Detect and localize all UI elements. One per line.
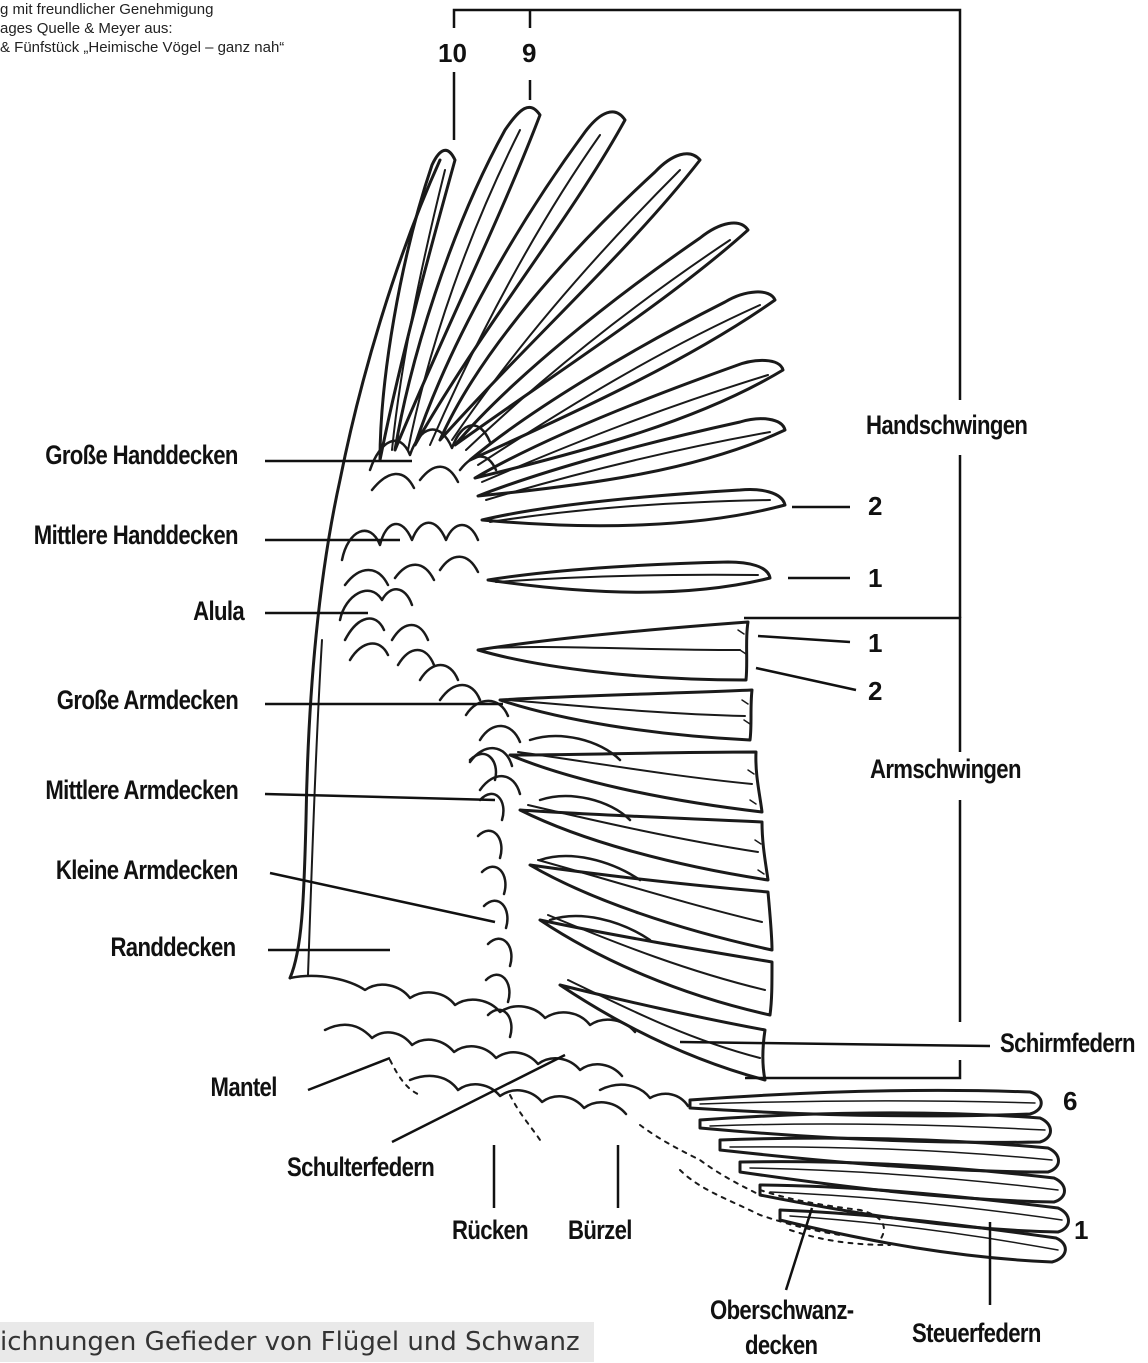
label-oberschwanz-line1: Oberschwanz- xyxy=(710,1295,853,1326)
primary-number-10: 10 xyxy=(438,38,467,69)
primary-number-9: 9 xyxy=(522,38,536,69)
label-oberschwanz-line2: decken xyxy=(745,1330,817,1361)
leader-mantel xyxy=(308,1058,390,1090)
greater-primary-coverts xyxy=(370,425,496,490)
leader-schirmfedern xyxy=(680,1042,990,1046)
primaries-group xyxy=(380,107,785,592)
label-ruecken: Rücken xyxy=(452,1215,528,1246)
label-alula: Alula xyxy=(193,596,244,627)
credit-line-3: & Fünfstück „Heimische Vögel – ganz nah“ xyxy=(0,38,284,57)
tail-number-1: 1 xyxy=(1074,1215,1088,1246)
label-buerzel: Bürzel xyxy=(568,1215,632,1246)
leader-secondary-1 xyxy=(758,636,850,642)
label-kleine-armdecken: Kleine Armdecken xyxy=(56,855,238,886)
leader-secondary-2 xyxy=(756,668,856,690)
alula-feathers xyxy=(340,589,434,665)
label-mittlere-armdecken: Mittlere Armdecken xyxy=(45,775,238,806)
figure-caption: ichnungen Gefieder von Flügel und Schwan… xyxy=(0,1322,594,1362)
image-credit: g mit freundlicher Genehmigung ages Quel… xyxy=(0,0,284,57)
label-schirmfedern: Schirmfedern xyxy=(1000,1028,1135,1059)
secondary-number-1: 1 xyxy=(868,628,882,659)
median-secondary-coverts xyxy=(470,754,505,894)
secondary-number-2: 2 xyxy=(868,676,882,707)
label-mantel: Mantel xyxy=(211,1072,277,1103)
tertials-bracket xyxy=(745,1060,960,1078)
tail-feathers xyxy=(690,1090,1069,1262)
primary-number-1: 1 xyxy=(868,563,882,594)
label-handschwingen: Handschwingen xyxy=(866,410,1027,441)
median-primary-coverts xyxy=(342,523,478,585)
leader-mittlere-armdecken xyxy=(265,794,495,800)
label-grosse-handdecken: Große Handdecken xyxy=(45,440,238,471)
leader-oberschwanz xyxy=(786,1208,812,1290)
label-steuerfedern: Steuerfedern xyxy=(912,1318,1041,1349)
greater-secondary-coverts xyxy=(420,665,520,794)
tail-number-6: 6 xyxy=(1063,1086,1077,1117)
secondaries-group xyxy=(478,622,772,1080)
label-mittlere-handdecken: Mittlere Handdecken xyxy=(34,520,238,551)
credit-line-2: ages Quelle & Meyer aus: xyxy=(0,19,284,38)
label-randdecken: Randdecken xyxy=(111,932,236,963)
label-grosse-armdecken: Große Armdecken xyxy=(57,685,238,716)
credit-line-1: g mit freundlicher Genehmigung xyxy=(0,0,284,19)
primary-number-2: 2 xyxy=(868,491,882,522)
label-schulterfedern: Schulterfedern xyxy=(287,1152,434,1183)
label-armschwingen: Armschwingen xyxy=(870,754,1021,785)
